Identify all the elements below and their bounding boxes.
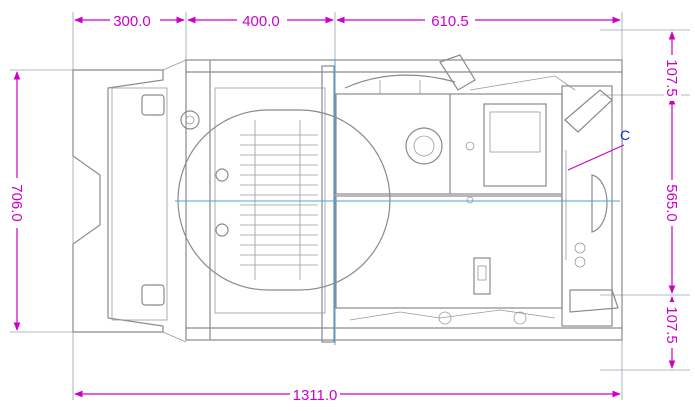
dimension-lines xyxy=(13,16,676,398)
dim-top-middle: 400.0 xyxy=(242,13,280,30)
callout-label: C xyxy=(620,127,630,143)
callout-c: C xyxy=(567,127,630,171)
dim-left-height: 706.0 xyxy=(8,184,25,222)
centerlines xyxy=(175,60,620,345)
dim-right-top: 107.5 xyxy=(663,59,680,97)
machine-outline xyxy=(72,54,623,343)
dim-top-left: 300.0 xyxy=(113,13,151,30)
dim-right-middle: 565.0 xyxy=(663,184,680,222)
dim-top-right: 610.5 xyxy=(431,13,469,30)
dim-bottom-width: 1311.0 xyxy=(293,387,338,404)
dim-right-bottom: 107.5 xyxy=(663,306,680,344)
